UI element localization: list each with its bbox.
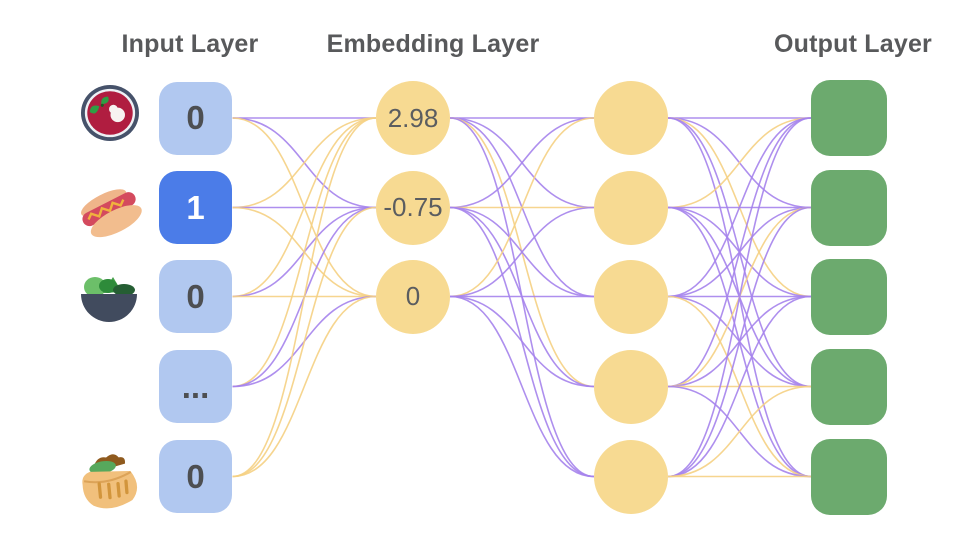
- input-layer-title: Input Layer: [121, 30, 259, 58]
- input-node-value: 0: [186, 457, 205, 495]
- green-salad-icon: [81, 277, 137, 322]
- output-node: [811, 348, 887, 425]
- input-node: 0: [159, 260, 232, 333]
- output-layer-title: Output Layer: [774, 30, 932, 58]
- hidden-node: [594, 81, 668, 155]
- hot-dog-icon: [81, 189, 142, 238]
- stuffed-pita-icon: [82, 454, 138, 509]
- embedding-node-value: 0: [405, 281, 421, 311]
- embedding-node-value: 2.98: [387, 102, 439, 133]
- embedding-node: 2.98: [376, 81, 450, 155]
- output-node: [811, 80, 887, 156]
- output-node: [811, 438, 887, 515]
- embedding-node: 0: [376, 259, 450, 334]
- hidden-node: [594, 259, 668, 334]
- hidden-node: [594, 170, 668, 245]
- input-node: 0: [159, 81, 232, 155]
- input-node-value: 0: [186, 99, 205, 136]
- embedding-node: -0.75: [376, 170, 450, 245]
- output-node: [811, 258, 887, 335]
- input-node-value: ...: [181, 367, 210, 405]
- input-node: ...: [159, 350, 232, 423]
- input-node: 0: [159, 440, 232, 513]
- input-node-value: 1: [186, 188, 205, 226]
- output-node: [811, 169, 887, 246]
- input-node: 1: [159, 171, 232, 244]
- hidden-node: [594, 439, 668, 514]
- embedding-node-value: -0.75: [383, 192, 443, 222]
- hidden-node: [594, 349, 668, 424]
- input-node-value: 0: [186, 277, 205, 315]
- embedding-layer-title: Embedding Layer: [326, 30, 540, 58]
- borscht-soup-icon: [81, 84, 139, 142]
